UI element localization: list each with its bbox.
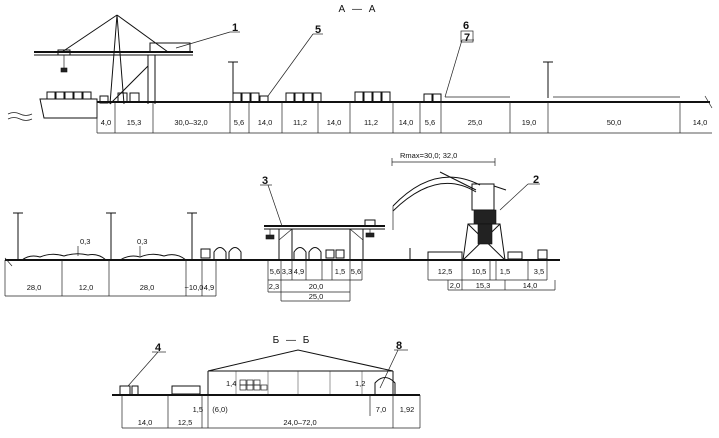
dim-1-7: 11,2: [364, 118, 378, 127]
dim-3-5: 7,0: [376, 405, 386, 414]
lamp-posts-row2: [13, 212, 411, 260]
dim-2c-1: 10,5: [472, 267, 487, 276]
dim-1-12: 50,0: [607, 118, 622, 127]
leader-2: [499, 183, 529, 211]
tanks-under-crane: [293, 247, 345, 260]
dim-1-13: 14,0: [693, 118, 708, 127]
callout-8: 8: [396, 340, 402, 352]
warehouse-bb: 1,4 1,2: [207, 349, 396, 395]
warehouse-block: [427, 251, 463, 261]
dim-1-5: 11,2: [293, 118, 307, 127]
container-stacks-row1: [232, 91, 442, 103]
dim-3-4: 24,0–72,0: [283, 418, 316, 427]
dim-2b-3: 1,5: [335, 267, 345, 276]
leader-lines-row1: [175, 31, 474, 98]
dim-2b-4: 5,6: [351, 267, 361, 276]
row3-section: 4 1,4 1,2 8: [112, 340, 421, 429]
height-label-1: 0,3: [80, 237, 90, 246]
trailer-row3: [171, 385, 201, 395]
dim-2a-2: 28,0: [140, 283, 155, 292]
callout-7: 7: [464, 32, 470, 44]
dim-2c-6: 14,0: [523, 281, 538, 290]
dimension-row3: 14,0 12,5 1,5 (6,0) 24,0–72,0 7,0 1,92: [121, 395, 421, 429]
dim-2c-4: 2,0: [450, 281, 460, 290]
dim-2a-4: 4,9: [204, 283, 214, 292]
height-label-2: 0,3: [137, 237, 147, 246]
portal-crane-2: [392, 171, 507, 261]
callout-5: 5: [315, 24, 321, 36]
dim-2a-0: 28,0: [27, 283, 42, 292]
water-line: [7, 112, 33, 121]
dim-1-2: 30,0–32,0: [174, 118, 207, 127]
dim-2b-5: 2,3: [269, 282, 279, 291]
dim-2c-2: 1,5: [500, 267, 510, 276]
tank-2: [228, 247, 242, 260]
dim-1-6: 14,0: [327, 118, 342, 127]
truck-4: [119, 385, 131, 396]
dim-1-3: 5,6: [234, 118, 244, 127]
callout-2: 2: [533, 174, 539, 186]
dim-2b-1: 3,3: [282, 267, 292, 276]
height-label-3: 1,4: [226, 379, 236, 388]
leader-3: [267, 184, 283, 227]
crane-radius-label: Rmax=30,0; 32,0: [400, 151, 457, 160]
bulk-pile-2: [119, 253, 187, 261]
callout-4: 4: [155, 342, 162, 354]
overhead-crane-3: [264, 219, 385, 260]
dim-3-0: 14,0: [138, 418, 153, 427]
dim-1-9: 5,6: [425, 118, 435, 127]
dim-1-1: 15,3: [127, 118, 142, 127]
row2-section: 0,3 0,3 3: [4, 151, 560, 302]
callout-6: 6: [463, 20, 469, 32]
dimension-row2: 28,0 12,0 28,0 ~10,0 4,9 5,6 3,3 4,9 1,5…: [4, 260, 556, 302]
dim-3-1: 12,5: [178, 418, 193, 427]
dim-2b-7: 25,0: [309, 292, 324, 301]
ship-containers: [46, 91, 92, 100]
dim-2c-3: 3,5: [534, 267, 544, 276]
dim-1-4: 14,0: [258, 118, 273, 127]
callout-3: 3: [262, 175, 268, 187]
ship-hull: [39, 98, 98, 119]
section-title-aa: А — А: [339, 4, 378, 15]
dim-2c-0: 12,5: [438, 267, 453, 276]
dim-1-11: 19,0: [522, 118, 537, 127]
dim-2a-3: ~10,0: [185, 283, 204, 292]
truck-row2-c: [537, 249, 548, 260]
dim-3-2: 1,5: [193, 405, 203, 414]
dim-2b-2: 4,9: [294, 267, 304, 276]
dim-3-6: 1,92: [400, 405, 415, 414]
height-label-4: 1,2: [355, 379, 365, 388]
dim-2b-0: 5,6: [270, 267, 280, 276]
gantry-crane: [34, 14, 193, 105]
dimension-row1: 4,0 15,3 30,0–32,0 5,6 14,0 11,2 14,0 11…: [96, 95, 713, 134]
row1-section: 1 5 6 7 4,0 15,3 30,0–32,0 5,6 14,0 11,2: [7, 14, 713, 134]
leader-4: [127, 351, 159, 387]
tank-1: [213, 247, 227, 260]
truck-row2-b: [507, 251, 523, 260]
callout-1: 1: [232, 22, 238, 34]
dim-1-0: 4,0: [101, 118, 111, 127]
dim-2b-6: 20,0: [309, 282, 324, 291]
dim-1-10: 25,0: [468, 118, 483, 127]
dim-2a-1: 12,0: [79, 283, 94, 292]
dim-1-8: 14,0: [399, 118, 414, 127]
dim-2c-5: 15,3: [476, 281, 491, 290]
leader-8: [379, 349, 399, 389]
lamp-posts-row1: [228, 61, 553, 98]
bulk-pile-1: [21, 253, 107, 261]
truck-row2-a: [200, 248, 211, 259]
section-title-bb: Б — Б: [273, 335, 312, 346]
dim-3-3: (6,0): [212, 405, 228, 414]
